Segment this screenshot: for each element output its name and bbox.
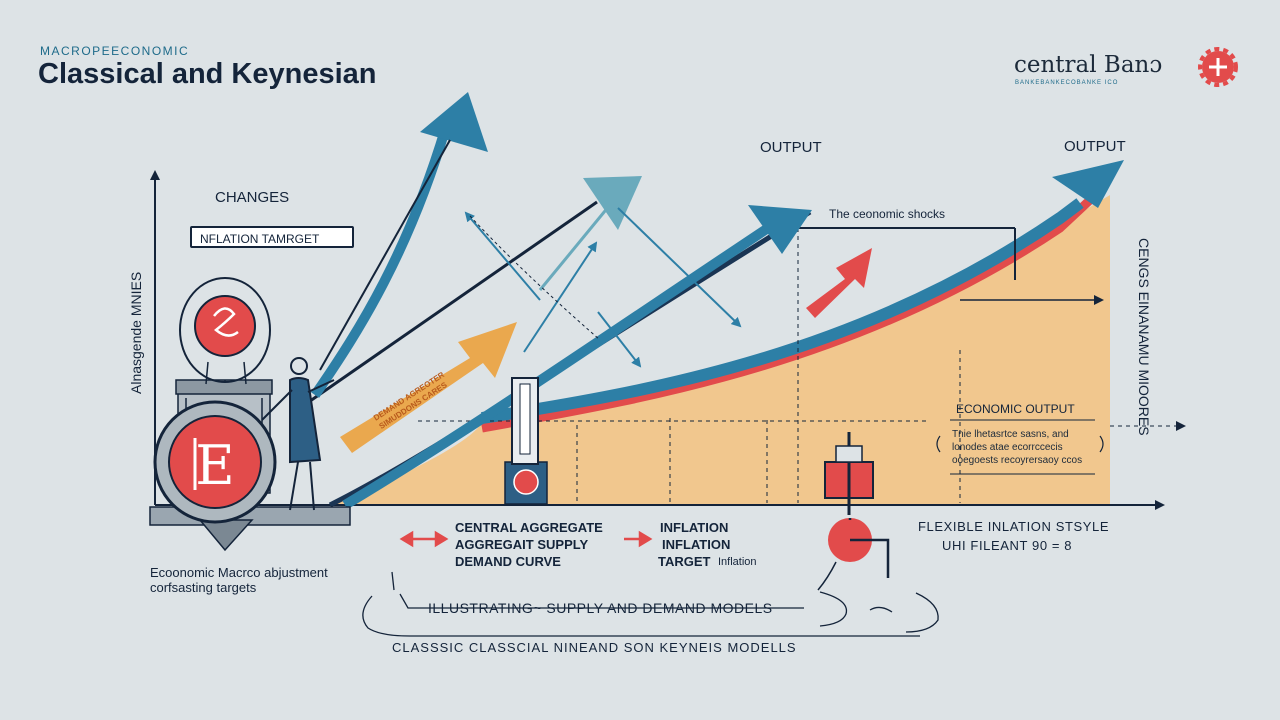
output-label-left: OUTPUT bbox=[760, 139, 822, 156]
caption-frame bbox=[362, 571, 939, 637]
thermometer-icon bbox=[504, 377, 548, 505]
blue-output-curve bbox=[481, 198, 1084, 424]
header-supertitle: MACROPEECONOMIC bbox=[40, 44, 190, 58]
red-gear-icon bbox=[1198, 47, 1238, 87]
page-title: Classical and Keynesian bbox=[38, 58, 377, 90]
red-shock-arrow bbox=[806, 248, 872, 318]
note-bracket-right bbox=[1099, 435, 1104, 453]
caption-left-line1: Ecoonomic Macrco abjustment bbox=[150, 565, 328, 580]
caption-left-line2: corfsasting targets bbox=[150, 580, 257, 595]
note-line-2: lonodes atae ecorrccecis bbox=[952, 442, 1063, 453]
thin-navy-rising bbox=[319, 139, 451, 371]
pedestal-top bbox=[175, 379, 273, 395]
red-balloon-icon bbox=[179, 277, 271, 385]
flexible-inflation-line1: FLEXIBLE INLATION STSYLE bbox=[918, 519, 1110, 534]
economic-shocks-label: The ceonomic shocks bbox=[829, 207, 946, 221]
blue-diagonal-arrow bbox=[342, 223, 771, 510]
red-supply-curve bbox=[481, 196, 1094, 433]
blue-diagonal-arrowhead bbox=[748, 205, 812, 254]
note-bracket-left bbox=[936, 435, 941, 453]
dashed-curve bbox=[469, 215, 601, 341]
legend-arrow bbox=[624, 530, 653, 548]
central-bank-logo-text: central Banɔ bbox=[1014, 52, 1163, 78]
note-line-3: ooegoests recoyrersaoy ccos bbox=[952, 455, 1083, 466]
legend-double-arrow bbox=[399, 530, 449, 548]
dashed-gridlines bbox=[576, 228, 961, 503]
legend-item1-line3: DEMAND CURVE bbox=[455, 554, 561, 569]
red-dot-marker bbox=[817, 518, 890, 591]
light-teal-arrowhead bbox=[583, 176, 642, 230]
legend-item2-line1: INFLATION bbox=[660, 520, 729, 535]
changes-label: CHANGES bbox=[215, 189, 290, 206]
central-bank-logo-subtitle: BANKEBANKECOBANKE ICO bbox=[1015, 80, 1119, 86]
caption-main: ILLUSTRATING~ SUPPLY AND DEMAND MODELS bbox=[428, 600, 773, 616]
note-line-1: Tnie lhetasrtce sasns, and bbox=[952, 429, 1069, 440]
output-label-right: OUTPUT bbox=[1064, 138, 1126, 155]
light-teal-arrow-shaft bbox=[538, 199, 616, 291]
right-axis-label: CENGS EINANAMU MIOORES bbox=[1136, 238, 1152, 436]
big-teal-arrowhead bbox=[420, 92, 488, 152]
legend-item1-line1: CENTRAL AGGREGATE bbox=[455, 520, 603, 535]
big-teal-arrow bbox=[310, 118, 453, 398]
gauge-meter-icon bbox=[824, 432, 874, 515]
svg-text:E: E bbox=[195, 434, 234, 497]
person-figure-icon bbox=[261, 357, 335, 511]
thin-navy-line bbox=[299, 200, 598, 410]
left-axis-label: Alnasgende MNIES bbox=[128, 271, 144, 394]
output-curve-arrowhead bbox=[1052, 160, 1124, 208]
economic-output-label: ECONOMIC OUTPUT bbox=[956, 402, 1075, 416]
caption-bottom: CLASSSIC CLASSCIAL NINEAND SON KEYNEIS M… bbox=[392, 640, 797, 655]
legend-item1-line2: AGGREGAIT SUPPLY bbox=[455, 537, 589, 552]
legend-item2-line2: INFLATION bbox=[662, 537, 731, 552]
legend-item2-suffix: Inflation bbox=[718, 556, 757, 568]
legend-item2-line3: TARGET bbox=[658, 554, 711, 569]
inflation-target-box: NFLATION TAMRGET bbox=[190, 226, 354, 248]
red-letter-e-badge-icon: E bbox=[153, 400, 277, 552]
teal-connectors bbox=[464, 207, 742, 368]
orange-demand-arrow bbox=[340, 322, 517, 453]
flexible-inflation-line2: UHI FILEANT 90 = 8 bbox=[942, 538, 1073, 553]
